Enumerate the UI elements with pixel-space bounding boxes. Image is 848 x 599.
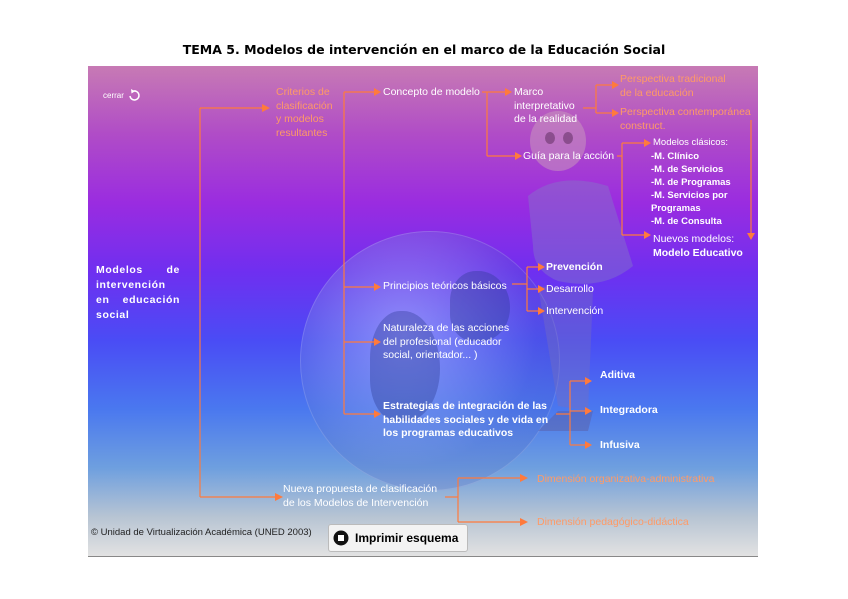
guia-node: Guía para la acción xyxy=(523,150,615,162)
marco-line: interpretativo xyxy=(514,99,575,112)
stop-icon xyxy=(333,530,349,546)
perspectiva-line: construct. xyxy=(620,119,666,132)
copyright-text: © Unidad de Virtualización Académica (UN… xyxy=(91,527,312,538)
criterios-line: clasificación xyxy=(276,99,333,112)
perspectiva-contemporanea-node: Perspectiva contemporánea construct. xyxy=(620,106,751,133)
perspectiva-tradicional-node: Perspectiva tradicional de la educación xyxy=(620,73,726,100)
list-item: -M. de Consulta xyxy=(651,216,722,227)
list-item: Programas xyxy=(651,203,701,214)
globe-continent xyxy=(370,311,440,421)
desarrollo-node: Desarrollo xyxy=(546,283,594,295)
dimension-organizativa-node: Dimensión organizativa-administrativa xyxy=(537,473,715,485)
marco-line: de la realidad xyxy=(514,113,578,125)
list-item: -M. Clínico xyxy=(651,151,700,162)
perspectiva-line: Perspectiva tradicional xyxy=(620,73,726,85)
infusiva-node: Infusiva xyxy=(600,439,640,451)
naturaleza-line: social, orientador... ) xyxy=(383,349,478,361)
person-illustration xyxy=(528,111,633,431)
estrategias-line: habilidades sociales y de vida en xyxy=(383,413,549,426)
page-title: TEMA 5. Modelos de intervención en el ma… xyxy=(182,42,666,57)
root-line: Modelos de xyxy=(96,264,180,276)
nueva-propuesta-line: Nueva propuesta de clasificación xyxy=(283,483,438,495)
intervencion-node: Intervención xyxy=(546,305,604,317)
root-line: intervención xyxy=(96,279,166,291)
criterios-node: Criterios de clasificación y modelos res… xyxy=(276,86,333,140)
globe-continent xyxy=(450,271,510,341)
dimension-pedagogica-node: Dimensión pedagógico-didáctica xyxy=(537,516,689,528)
marco-line: Marco xyxy=(514,86,544,98)
estrategias-line: Estrategias de integración de las xyxy=(383,400,547,412)
print-button[interactable]: Imprimir esquema xyxy=(328,524,468,552)
list-item: -M. Servicios por xyxy=(651,190,728,201)
close-label: cerrar xyxy=(103,90,124,100)
concepto-node: Concepto de modelo xyxy=(383,86,480,98)
perspectiva-line: Perspectiva contemporánea xyxy=(620,106,751,118)
naturaleza-line: del profesional (educador xyxy=(383,335,502,348)
perspectiva-line: de la educación xyxy=(620,86,694,99)
globe-illustration xyxy=(300,231,560,491)
naturaleza-line: Naturaleza de las acciones xyxy=(383,322,510,334)
criterios-line: resultantes xyxy=(276,126,328,139)
list-item: -M. de Programas xyxy=(651,177,731,188)
aditiva-node: Aditiva xyxy=(600,369,636,381)
criterios-line: y modelos xyxy=(276,113,324,125)
marco-node: Marco interpretativo de la realidad xyxy=(514,86,577,127)
modelos-list: -M. Clínico -M. de Servicios -M. de Prog… xyxy=(651,150,731,228)
nuevos-modelos-label: Nuevos modelos: xyxy=(653,233,735,245)
estrategias-line: los programas educativos xyxy=(383,427,514,439)
nueva-propuesta-node: Nueva propuesta de clasificación de los … xyxy=(283,483,437,510)
refresh-icon xyxy=(129,89,140,101)
nueva-propuesta-line: de los Modelos de Intervención xyxy=(283,496,429,509)
modelos-clasicos-label: Modelos clásicos: xyxy=(653,137,728,148)
print-label: Imprimir esquema xyxy=(355,531,459,545)
modelo-educativo-label: Modelo Educativo xyxy=(653,247,743,259)
criterios-line: Criterios de xyxy=(276,86,330,98)
principios-node: Principios teóricos básicos xyxy=(383,280,507,292)
naturaleza-node: Naturaleza de las acciones del profesion… xyxy=(383,322,509,363)
root-node: Modelos de intervención en educación soc… xyxy=(96,263,180,323)
prevencion-node: Prevención xyxy=(546,261,603,273)
estrategias-node: Estrategias de integración de las habili… xyxy=(383,400,548,441)
root-line: social xyxy=(96,309,130,321)
root-line: en educación xyxy=(96,294,180,306)
integradora-node: Integradora xyxy=(600,404,658,416)
list-item: -M. de Servicios xyxy=(651,164,724,175)
close-button[interactable]: cerrar xyxy=(103,88,141,102)
